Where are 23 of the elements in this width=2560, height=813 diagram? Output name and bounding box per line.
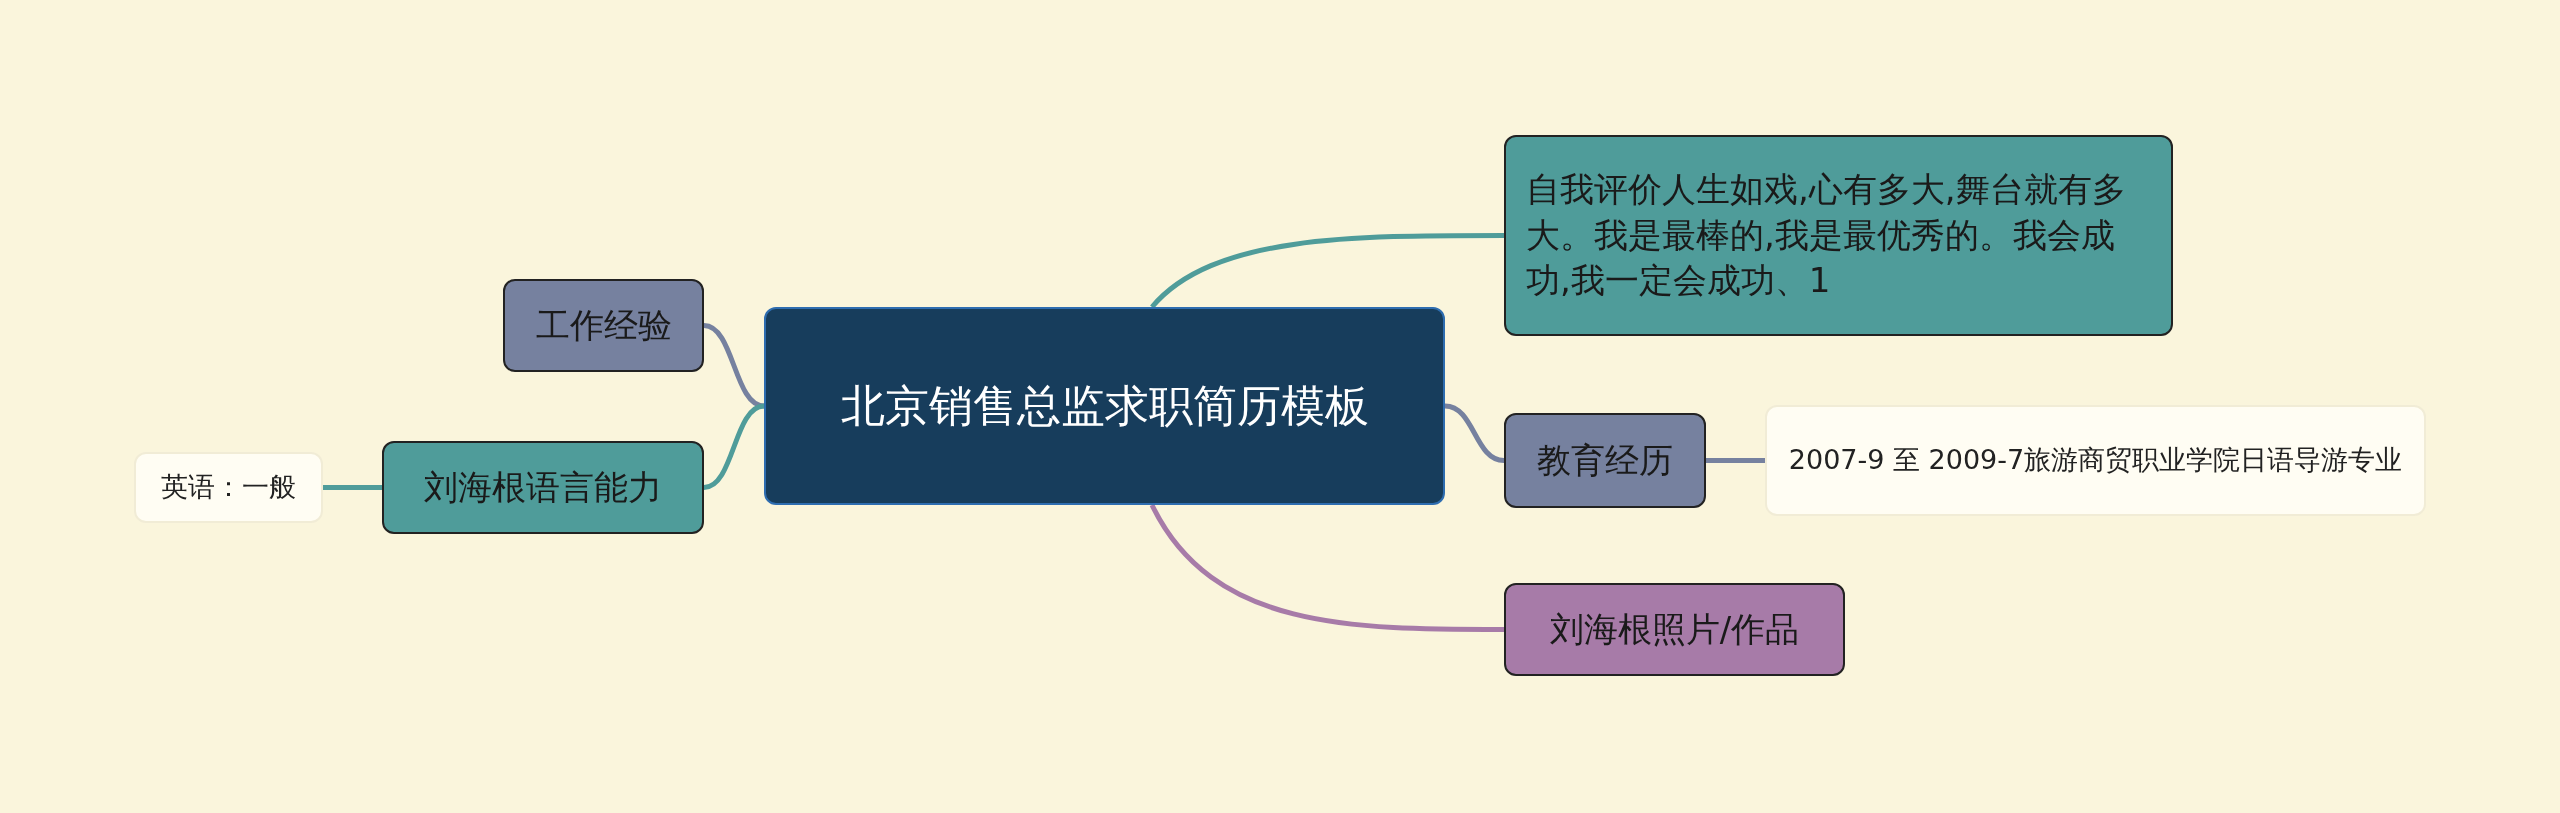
subtopic-box <box>1765 405 2426 516</box>
topic-text: 教育经历 <box>1537 438 1673 482</box>
topic-box <box>1504 135 2173 336</box>
connector-line <box>1444 403 1505 463</box>
connector-line <box>1150 233 1504 309</box>
topic-box <box>1504 583 1845 676</box>
connector-line <box>703 403 765 490</box>
connector-line <box>1706 458 1765 463</box>
topic-text: 英语：一般 <box>161 470 296 505</box>
topic-text: 工作经验 <box>535 303 672 347</box>
topic-text: 自我评价人生如戏,心有多大,舞台就有多大。我是最棒的,我是最优秀的。我会成功,我一定会成功、1 <box>1526 167 2127 303</box>
central-topic-box <box>764 307 1445 505</box>
topic-text: 刘海根语言能力 <box>424 465 662 509</box>
connector-line <box>323 485 382 490</box>
topic-box <box>382 441 704 534</box>
connector-line <box>703 323 765 409</box>
topic-text: 2007-9 至 2009-7旅游商贸职业学院日语导游专业 <box>1788 443 2403 478</box>
subtopic-box <box>134 452 323 523</box>
connector-line <box>1149 503 1504 632</box>
topic-box <box>1504 413 1706 508</box>
topic-box <box>503 279 704 372</box>
topic-text: 刘海根照片/作品 <box>1549 607 1800 651</box>
topic-text: 北京销售总监求职简历模板 <box>840 379 1369 434</box>
